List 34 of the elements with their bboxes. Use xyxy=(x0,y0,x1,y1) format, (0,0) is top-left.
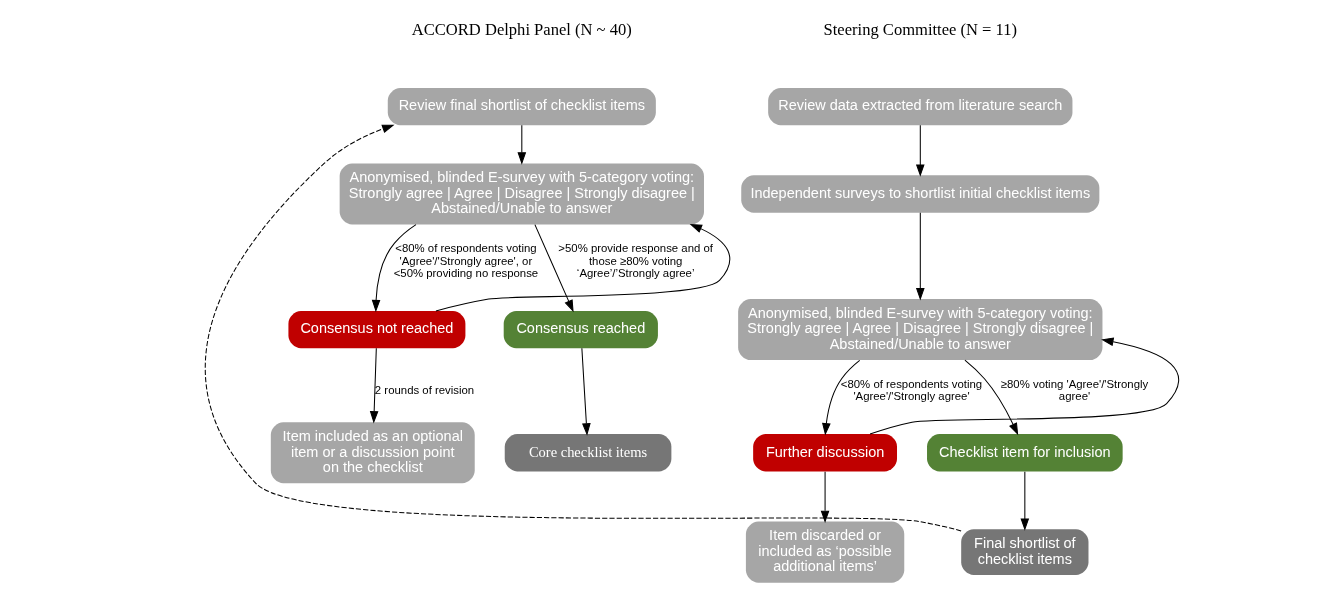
arrow xyxy=(517,124,527,165)
edge-label: 2 rounds of revision xyxy=(374,384,475,397)
arrow xyxy=(435,223,731,312)
node-box: Anonymised, blinded E-survey with 5-category voting: Strongly agree | Agree | Disagree | Strongly disagree | Abstained/Unable to answer xyxy=(339,163,704,225)
arrow xyxy=(822,359,861,436)
arrow xyxy=(915,212,925,301)
arrow xyxy=(534,224,574,313)
arrow xyxy=(964,359,1019,436)
node-box: Core checklist items xyxy=(504,434,672,472)
edge-label: ≥80% voting 'Agree'/'Strongly agree' xyxy=(1000,377,1149,403)
node-box: Anonymised, blinded E-survey with 5-category voting: Strongly agree | Agree | Disagree | Strongly disagree | Abstained/Unable to answer xyxy=(738,299,1103,361)
node-box: Item included as an optional item or a discussion point on the checklist xyxy=(270,422,475,484)
node-box: Review data extracted from literature search xyxy=(768,87,1073,126)
edge-label: <80% of respondents voting 'Agree'/'Strongly agree' xyxy=(840,377,983,403)
label: Steering Committee (N = 11) xyxy=(823,19,1018,39)
arrow xyxy=(869,337,1180,435)
node-box: Checklist item for inclusion xyxy=(927,434,1123,472)
edge-label: >50% provide response and of those ≥80% voting ‘Agree’/’Strongly agree’ xyxy=(558,242,713,280)
node-box: Final shortlist of checklist items xyxy=(961,529,1089,575)
arrow xyxy=(371,224,417,313)
arrow xyxy=(369,347,379,424)
node-box: Independent surveys to shortlist initial checklist items xyxy=(741,175,1100,213)
arrow xyxy=(915,124,925,177)
arrow xyxy=(1020,471,1030,531)
arrow xyxy=(581,347,591,436)
edge-label: <80% of respondents voting 'Agree'/'Strongly agree', or <50% providing no response xyxy=(393,242,539,280)
arrow xyxy=(820,471,830,524)
node-box: Item discarded or included as ‘possible additional items’ xyxy=(745,521,905,583)
node-box: Consensus not reached xyxy=(288,310,466,349)
arrow xyxy=(204,124,962,532)
node-box: Further discussion xyxy=(753,434,897,472)
node-box: Consensus reached xyxy=(503,310,658,349)
label: ACCORD Delphi Panel (N ~ 40) xyxy=(411,19,632,39)
node-box: Review final shortlist of checklist items xyxy=(387,87,656,126)
